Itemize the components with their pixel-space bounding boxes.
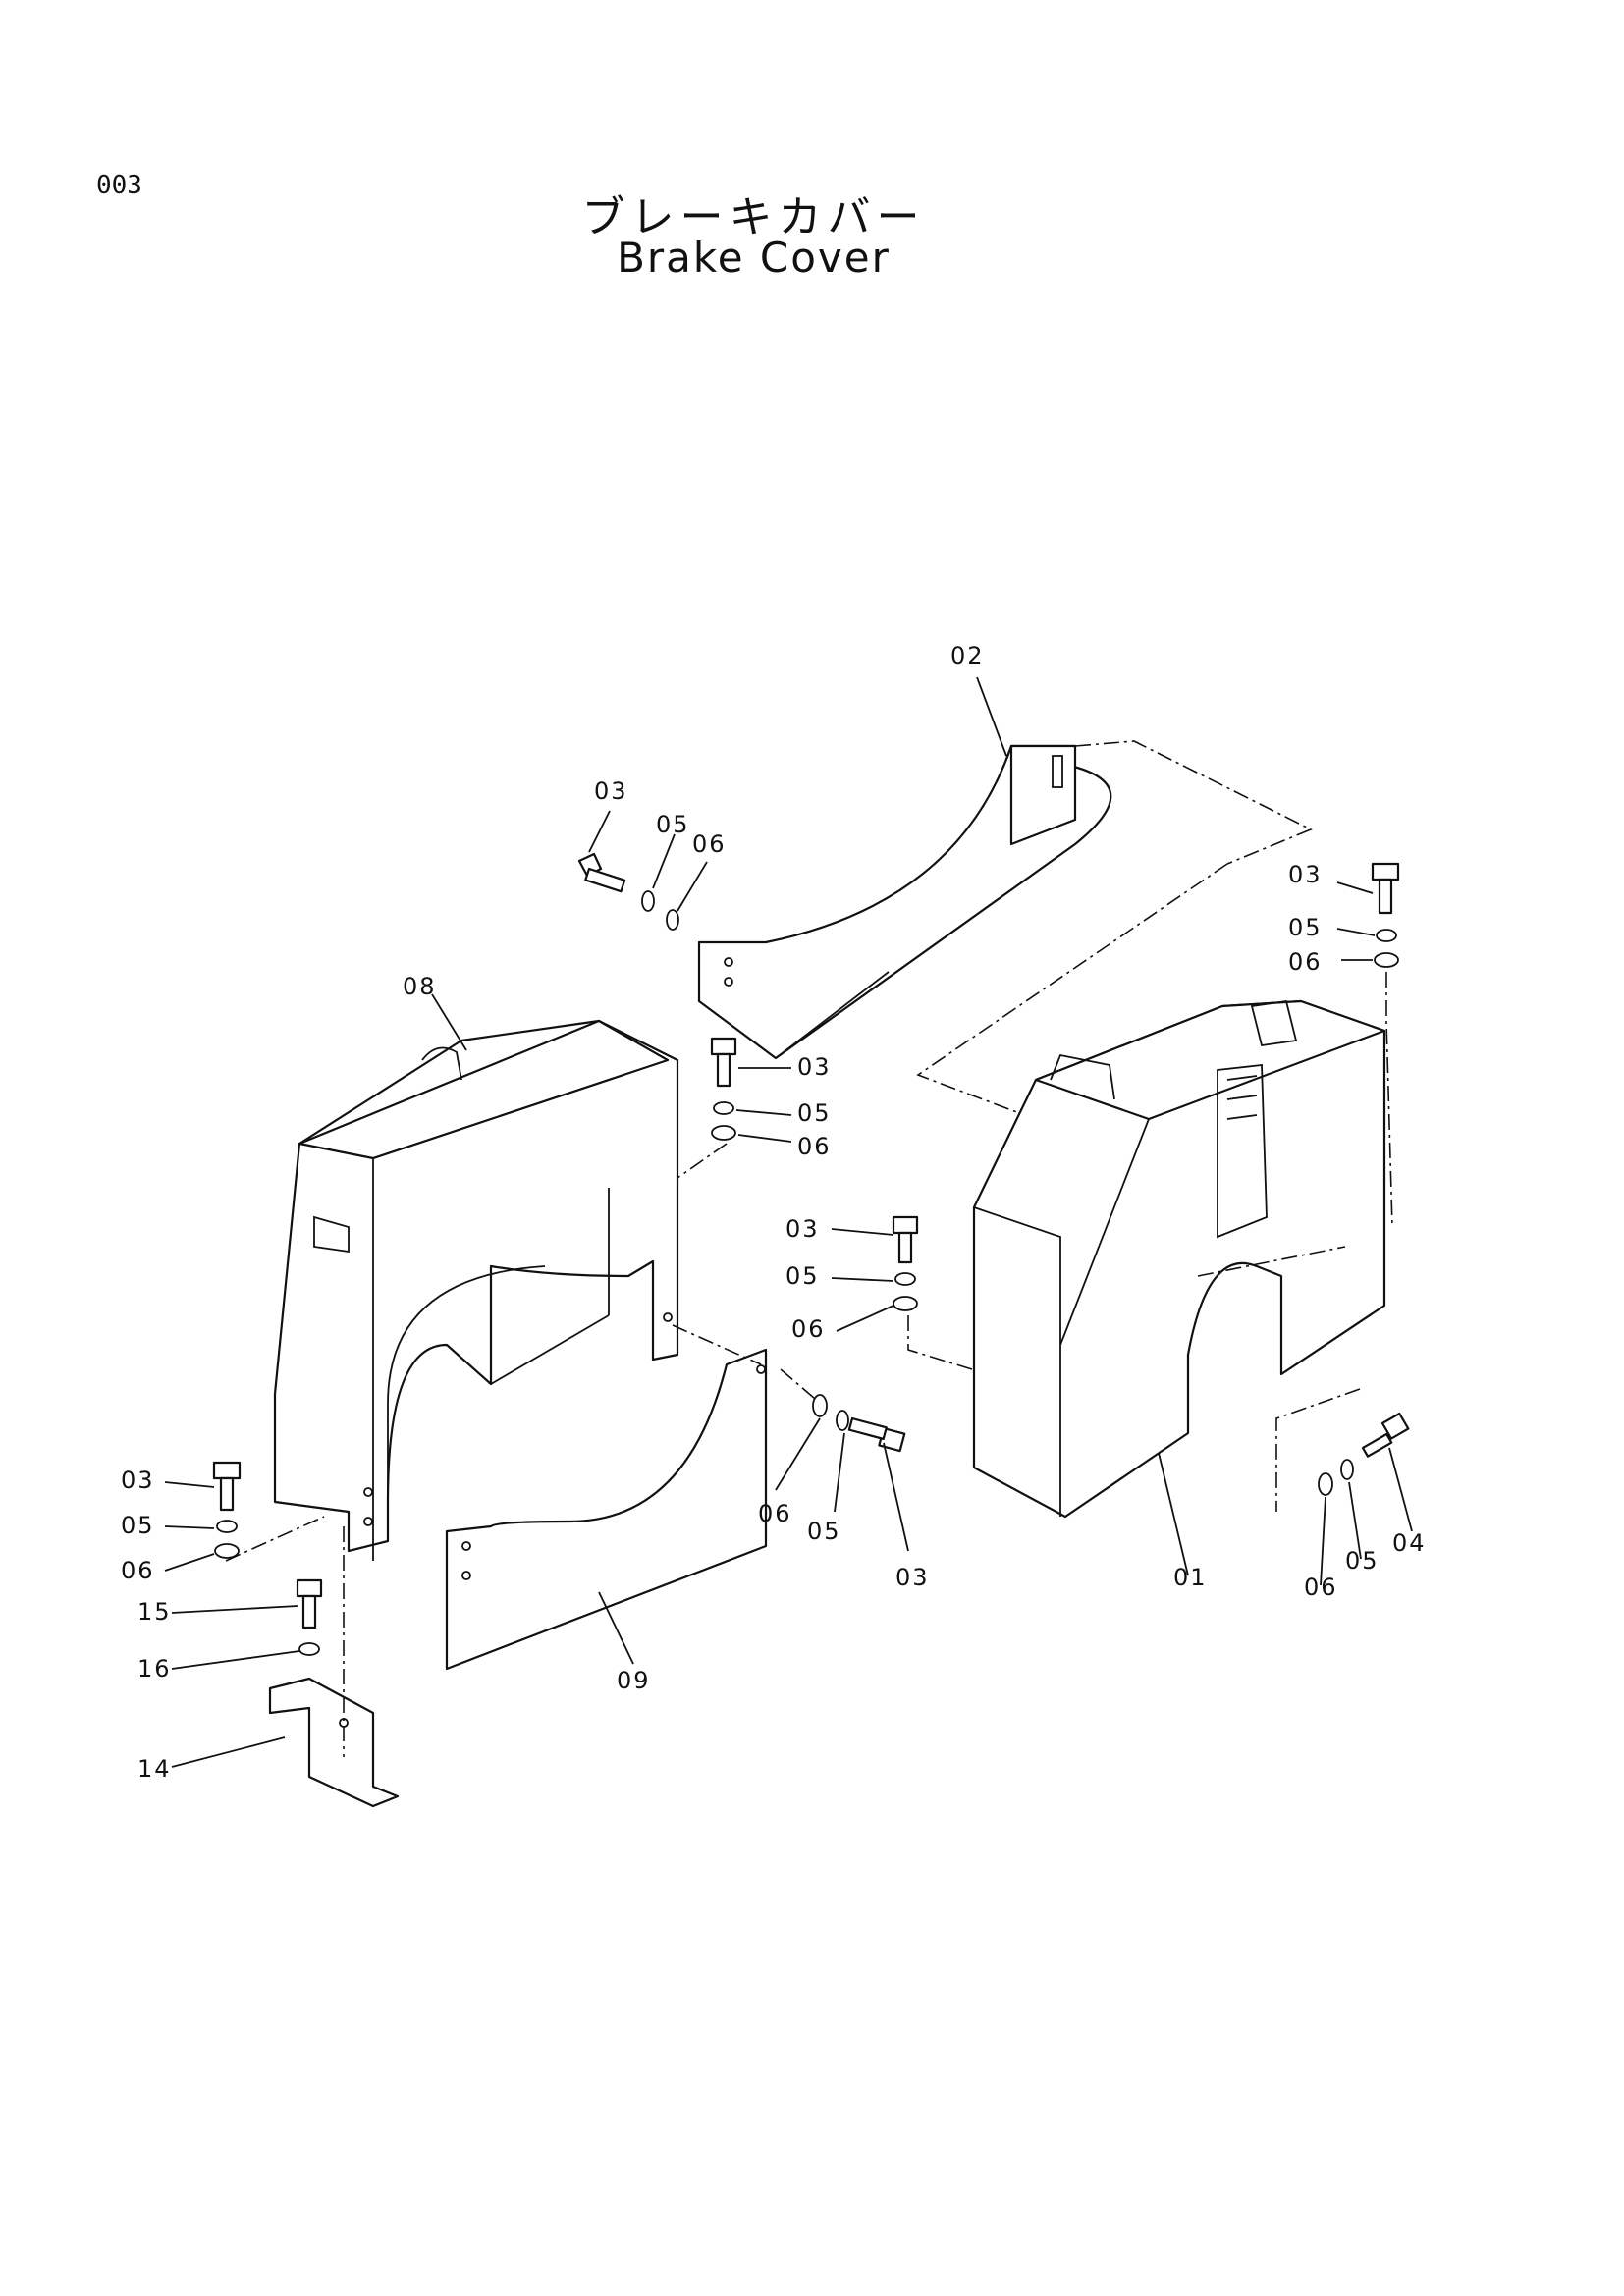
callout-05-mid-left: 05 [797,1099,832,1127]
callout-03-right: 03 [1288,861,1323,888]
callout-02: 02 [950,642,985,669]
callout-15: 15 [137,1598,172,1626]
callout-08: 08 [403,973,437,1000]
callout-05-mid: 05 [785,1262,820,1290]
part-09-lower-plate [445,1348,768,1671]
part-14-bracket [268,1677,400,1808]
assembly-line-02-01b [916,863,1228,1159]
title-japanese: ブレーキカバー [581,192,926,242]
bolt-03-right-top [1371,862,1400,915]
callout-03-top: 03 [594,777,628,805]
callout-05-far-right: 05 [1345,1547,1380,1575]
leader-lines [164,676,1413,1768]
callout-06-mid-left: 06 [797,1133,832,1160]
callout-16: 16 [137,1655,172,1682]
callout-05-right: 05 [1288,914,1323,941]
callout-03-lower-left: 03 [121,1467,155,1494]
callout-06-right: 06 [1288,948,1323,976]
washers [214,890,1399,1656]
callout-06-top: 06 [692,830,727,858]
callout-06-lower-left: 06 [121,1557,155,1584]
assembly-line-02-01 [1074,740,1313,865]
page-number: 003 [96,171,142,200]
bolt-03-lower-left [212,1461,242,1512]
callout-01: 01 [1173,1564,1208,1591]
callout-04: 04 [1392,1529,1427,1557]
assembly-lines [225,972,1393,1757]
part-08-left-housing [273,1019,679,1561]
bolt-15 [296,1578,323,1629]
callout-05-bottom: 05 [807,1518,841,1545]
callout-06-mid: 06 [791,1315,826,1343]
part-02-upper-panel [697,744,1112,1060]
callout-03-mid-left: 03 [797,1053,832,1081]
callout-05-lower-left: 05 [121,1512,155,1539]
bolt-03-top [577,852,626,893]
callout-06-bottom: 06 [758,1500,792,1527]
part-01-right-housing [972,999,1386,1519]
callout-09: 09 [617,1667,651,1694]
callout-03-mid: 03 [785,1215,820,1243]
bolt-03-bottom [847,1416,906,1453]
bolt-03-mid-left [710,1037,737,1088]
callout-05-top: 05 [656,811,690,838]
callout-14: 14 [137,1755,172,1783]
title-english: Brake Cover [617,234,891,282]
callout-06-far-right: 06 [1304,1574,1338,1601]
bolt-03-mid [892,1215,919,1264]
callout-03-bottom: 03 [895,1564,930,1591]
bolt-04 [1361,1412,1410,1458]
